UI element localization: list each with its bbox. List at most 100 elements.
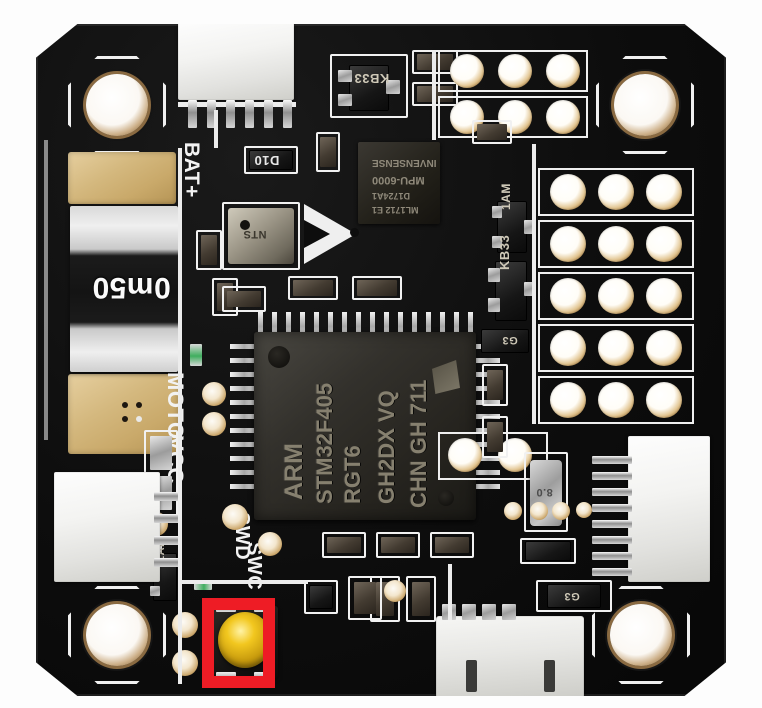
smd-cap-t3 (320, 137, 336, 167)
pad-zone-r6 (538, 376, 694, 424)
pad-bl-2 (172, 650, 198, 676)
right-jst-pin-4 (592, 504, 632, 512)
orientation-arrow-dot (350, 228, 359, 237)
imu-gyro-chip (358, 142, 440, 224)
via-br-3 (552, 502, 570, 520)
right-jst-pin-8 (592, 568, 632, 576)
left-jst-pin-1 (154, 492, 182, 501)
left-jst-pin-2 (154, 514, 182, 523)
smd-cap-tl1 (477, 124, 507, 140)
regulator-top-pad-3 (386, 80, 400, 94)
smd-cap-u1 (327, 537, 361, 553)
rr-pad-2 (488, 298, 500, 312)
pad-moto-1 (202, 382, 226, 406)
top-jst-pin-3 (226, 100, 235, 128)
solder-pad-battery-positive (68, 152, 176, 204)
mounting-hole-top-left (86, 74, 148, 136)
top-jst-pin-2 (207, 100, 216, 128)
top-jst-pin-6 (283, 100, 292, 128)
mount-silk-bottom-right (592, 586, 690, 684)
smd-silk-tl1 (472, 120, 512, 144)
right-jst-pin-5 (592, 520, 632, 528)
via-br-2 (530, 502, 548, 520)
top-jst-pin-1 (188, 100, 197, 128)
smd-cap-m2 (357, 280, 397, 296)
regulator-top-marking: KB33 (354, 71, 390, 86)
pad-zone-r2 (538, 168, 694, 216)
label-bat-plus: BAT+ (180, 142, 203, 198)
smd-silk-t3 (316, 132, 340, 172)
motor-pad-r6c2 (646, 382, 682, 418)
regulator-top-body (350, 66, 388, 110)
tr-pad-2 (492, 236, 502, 248)
boot-button-leg-tl (216, 600, 236, 612)
d10-component (250, 151, 292, 169)
gyro-lot-1: D1724A1 (372, 191, 411, 201)
top-jst-pin-4 (245, 100, 254, 128)
motor-pad-r5c2 (646, 330, 682, 366)
motor-pad-r6c0 (550, 382, 586, 418)
smd-cap-u2 (381, 537, 415, 553)
usb-slot-left (466, 660, 477, 692)
tbl-pad-2 (150, 586, 160, 596)
smd-silk-r2 (482, 416, 508, 458)
pad-via-d (136, 416, 142, 422)
pad-zone-r4 (538, 272, 694, 320)
d10-silk (244, 146, 298, 174)
motor-pad-r3c1 (598, 226, 634, 262)
smd-silk-m1 (288, 276, 338, 300)
mcu-line-arm: ARM (280, 443, 308, 500)
diode-right-lower-marking: G3 (564, 590, 580, 602)
smd-silk-r1 (482, 364, 508, 406)
pad-zone-r5 (538, 324, 694, 372)
motor-pad-extra-1 (498, 438, 532, 472)
power-led (190, 344, 202, 366)
mounting-hole-top-right (614, 74, 676, 136)
mounting-hole-bottom-right (610, 604, 672, 666)
right-jst-connector[interactable] (628, 436, 710, 582)
motor-pad-r6c1 (598, 382, 634, 418)
usb-pad-3 (482, 604, 496, 620)
silk-trace-5 (178, 148, 182, 588)
via-br-4 (576, 502, 592, 518)
motor-pad-r2c1 (598, 174, 634, 210)
shunt-marking: 0m50 (92, 271, 171, 304)
mcu-corner-dot (438, 490, 454, 506)
smd-cap-b2 (354, 582, 376, 614)
smd-cap-l1 (201, 235, 217, 265)
barometer-silk (222, 202, 300, 270)
smd-silk-x1 (520, 538, 576, 564)
pad-zone-r3 (538, 220, 694, 268)
top-jst-connector[interactable] (178, 24, 294, 100)
mcu-pin1-dot (268, 346, 290, 368)
smd-silk-l2 (222, 286, 266, 312)
main-microcontroller: ARM STM32F405 RGT6 GH2DX VQ CHN GH 711 (254, 332, 476, 520)
left-jst-connector[interactable] (54, 472, 160, 582)
smd-cap-r1 (487, 370, 503, 400)
pad-swc (258, 532, 282, 556)
boot-button-leg-br (254, 672, 274, 684)
diode-right-lower-silk (536, 580, 612, 612)
micro-usb-port[interactable] (436, 616, 584, 696)
flight-controller-pcb: 0m50 BAT+ D10 NTS KB33 (36, 24, 726, 696)
right-jst-pin-7 (592, 552, 632, 560)
silk-trace-6 (214, 110, 218, 148)
silk-trace-2 (178, 580, 308, 584)
diode-right-lower (548, 585, 600, 607)
pad-via-c (122, 416, 128, 422)
right-jst-pin-3 (592, 488, 632, 496)
silk-trace-8 (44, 140, 48, 440)
usb-cap-2 (412, 582, 430, 616)
mcu-line-suffix: RGT6 (340, 445, 365, 504)
mount-silk-top-right (596, 56, 694, 154)
pad-zone-r0 (438, 50, 588, 92)
usb-cap-silk-2 (406, 576, 436, 622)
motor-pad-r0c1 (498, 54, 532, 88)
boot-button[interactable] (218, 612, 272, 668)
motor-pad-r0c2 (546, 54, 580, 88)
right-jst-pin-2 (592, 472, 632, 480)
mounting-hole-bottom-left (86, 604, 148, 666)
smd-silk-b2 (348, 576, 382, 620)
crystal-silk (524, 452, 568, 532)
